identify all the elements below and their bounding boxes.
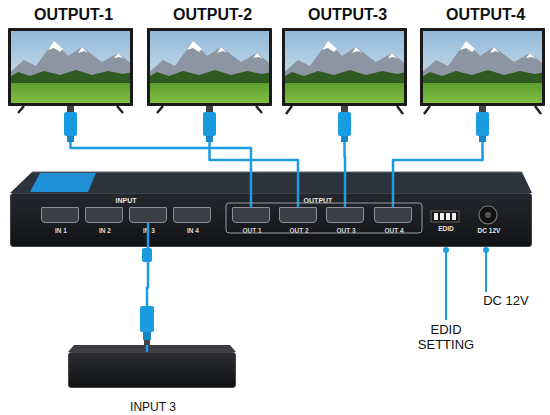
tv-stand: [424, 106, 541, 114]
hdmi-plug-relief: [479, 136, 486, 142]
dc-jack-pin: [485, 212, 491, 218]
hdmi-cable: [147, 223, 148, 352]
dip-switch-lever: [446, 213, 450, 220]
hdmi-plug: [142, 248, 152, 262]
hdmi-port: IN 3: [129, 207, 167, 223]
device-logo-band: [30, 173, 96, 192]
output-heading: OUTPUT-1: [0, 6, 151, 24]
hdmi-port: IN 1: [41, 207, 79, 223]
hdmi-port: OUT 1: [232, 207, 270, 223]
hdmi-plug: [203, 112, 216, 136]
player-top-face: [68, 345, 236, 352]
tv-stand: [157, 106, 262, 113]
device-top-face: [10, 172, 532, 193]
hdmi-plug: [338, 112, 351, 136]
hdmi-plug: [64, 112, 77, 136]
panel-label: DC 12V: [469, 227, 509, 234]
blu-ray-player: INPUT 3: [68, 352, 236, 388]
hdmi-plug-relief: [206, 136, 213, 142]
tv-screen-image: [147, 28, 272, 106]
hdmi-port: OUT 2: [279, 207, 317, 223]
hdmi-plug-relief: [341, 136, 348, 142]
output-group-outline: [226, 203, 422, 233]
tv-screen-image: [420, 28, 545, 106]
callout-label: DC 12V: [470, 294, 542, 309]
panel-label: INPUT: [96, 197, 156, 205]
dip-switch-lever: [452, 213, 456, 220]
dip-switch: [431, 211, 459, 222]
tv-stand: [18, 106, 123, 113]
panel-label: OUTPUT: [288, 197, 348, 205]
hdmi-port: IN 4: [173, 207, 211, 223]
hdmi-port: OUT 4: [374, 207, 412, 223]
port-label: OUT 2: [272, 227, 326, 234]
source-label: INPUT 3: [59, 401, 247, 415]
dip-switch-lever: [440, 213, 444, 220]
hdmi-matrix-switch: INPUTOUTPUTEDIDDC 12VIN 1IN 2IN 3IN 4OUT…: [10, 193, 532, 247]
hdmi-plug-tip: [479, 106, 486, 112]
port-label: OUT 1: [225, 227, 279, 234]
output-heading: OUTPUT-3: [270, 6, 425, 24]
hdmi-cable: [343, 106, 346, 207]
output-heading: OUTPUT-4: [408, 6, 550, 24]
tv-display: OUTPUT-1: [8, 28, 133, 106]
hdmi-plug-tip: [206, 106, 213, 112]
port-label: IN 4: [166, 227, 220, 234]
hdmi-plug-tip: [341, 106, 348, 112]
panel-label: EDID: [431, 225, 461, 232]
port-label: OUT 4: [367, 227, 421, 234]
port-label: OUT 3: [319, 227, 373, 234]
port-label: IN 1: [34, 227, 88, 234]
leader-dot: [483, 247, 489, 253]
hdmi-port: IN 2: [85, 207, 123, 223]
tv-display: OUTPUT-2: [147, 28, 272, 106]
tv-display: OUTPUT-4: [420, 28, 545, 106]
leader-line: [485, 250, 487, 292]
hdmi-cable: [393, 106, 483, 207]
hdmi-plug: [140, 306, 154, 332]
hdmi-cable: [210, 106, 299, 207]
dc-jack: [479, 206, 497, 224]
port-label: IN 2: [78, 227, 132, 234]
tv-screen-image: [282, 28, 407, 106]
hdmi-plug: [476, 112, 489, 136]
hdmi-plug-relief: [67, 136, 74, 142]
tv-display: OUTPUT-3: [282, 28, 407, 106]
hdmi-plug-relief: [143, 332, 151, 340]
tv-stand: [286, 106, 403, 114]
hdmi-plug-tip: [144, 340, 150, 345]
hdmi-plug-tip: [67, 106, 74, 112]
hdmi-port: OUT 3: [326, 207, 364, 223]
port-label: IN 3: [122, 227, 176, 234]
tv-screen-image: [8, 28, 133, 106]
leader-line: [445, 250, 447, 320]
output-heading: OUTPUT-2: [135, 6, 290, 24]
hdmi-cable: [71, 106, 252, 207]
callout-label: EDID SETTING: [408, 323, 484, 353]
leader-dot: [443, 247, 449, 253]
device-edge: [32, 172, 522, 173]
dip-switch-lever: [434, 213, 438, 220]
